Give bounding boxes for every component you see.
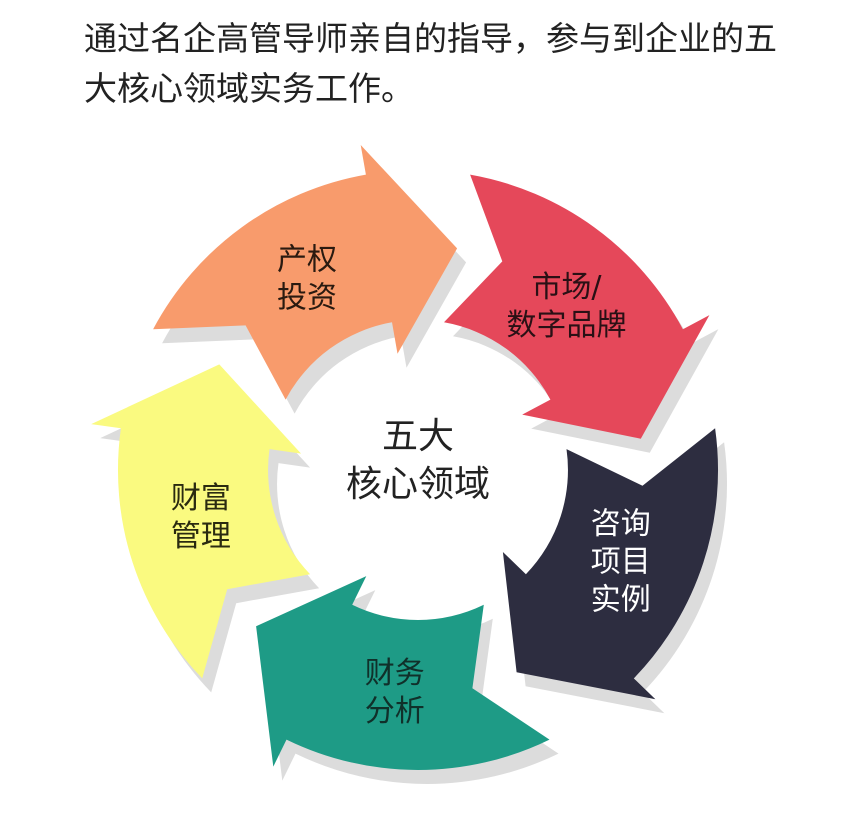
arrow-label-line: 管理 <box>171 519 231 554</box>
arrow-label-line: 投资 <box>277 281 337 316</box>
center-title-line-2: 核心领域 <box>346 464 490 505</box>
cycle-arrow-4 <box>256 576 550 770</box>
cycle-arrow-2 <box>444 174 710 439</box>
arrow-label-line: 咨询 <box>591 506 651 541</box>
arrow-label-line: 财务 <box>365 656 425 691</box>
cycle-arrow-1 <box>153 145 458 400</box>
arrow-label-line: 产权 <box>277 243 337 278</box>
intro-text: 通过名企高管导师亲自的指导，参与到企业的五 大核心领域实务工作。 <box>84 14 784 114</box>
cycle-arrow-5 <box>91 364 311 679</box>
cycle-arrows <box>91 145 719 770</box>
arrow-label-line: 分析 <box>365 694 425 729</box>
center-title-line-1: 五大 <box>382 416 454 457</box>
arrow-label-line: 财富 <box>171 481 231 516</box>
cycle-arrow-3 <box>502 428 719 700</box>
intro-line-1: 通过名企高管导师亲自的指导，参与到企业的五 <box>84 19 777 58</box>
arrow-label-line: 数字品牌 <box>507 308 627 343</box>
arrow-label-line: 项目 <box>591 544 651 579</box>
arrow-label-line: 市场/ <box>531 270 602 305</box>
arrow-label-line: 实例 <box>591 582 651 617</box>
intro-line-2: 大核心领域实务工作。 <box>84 69 414 108</box>
